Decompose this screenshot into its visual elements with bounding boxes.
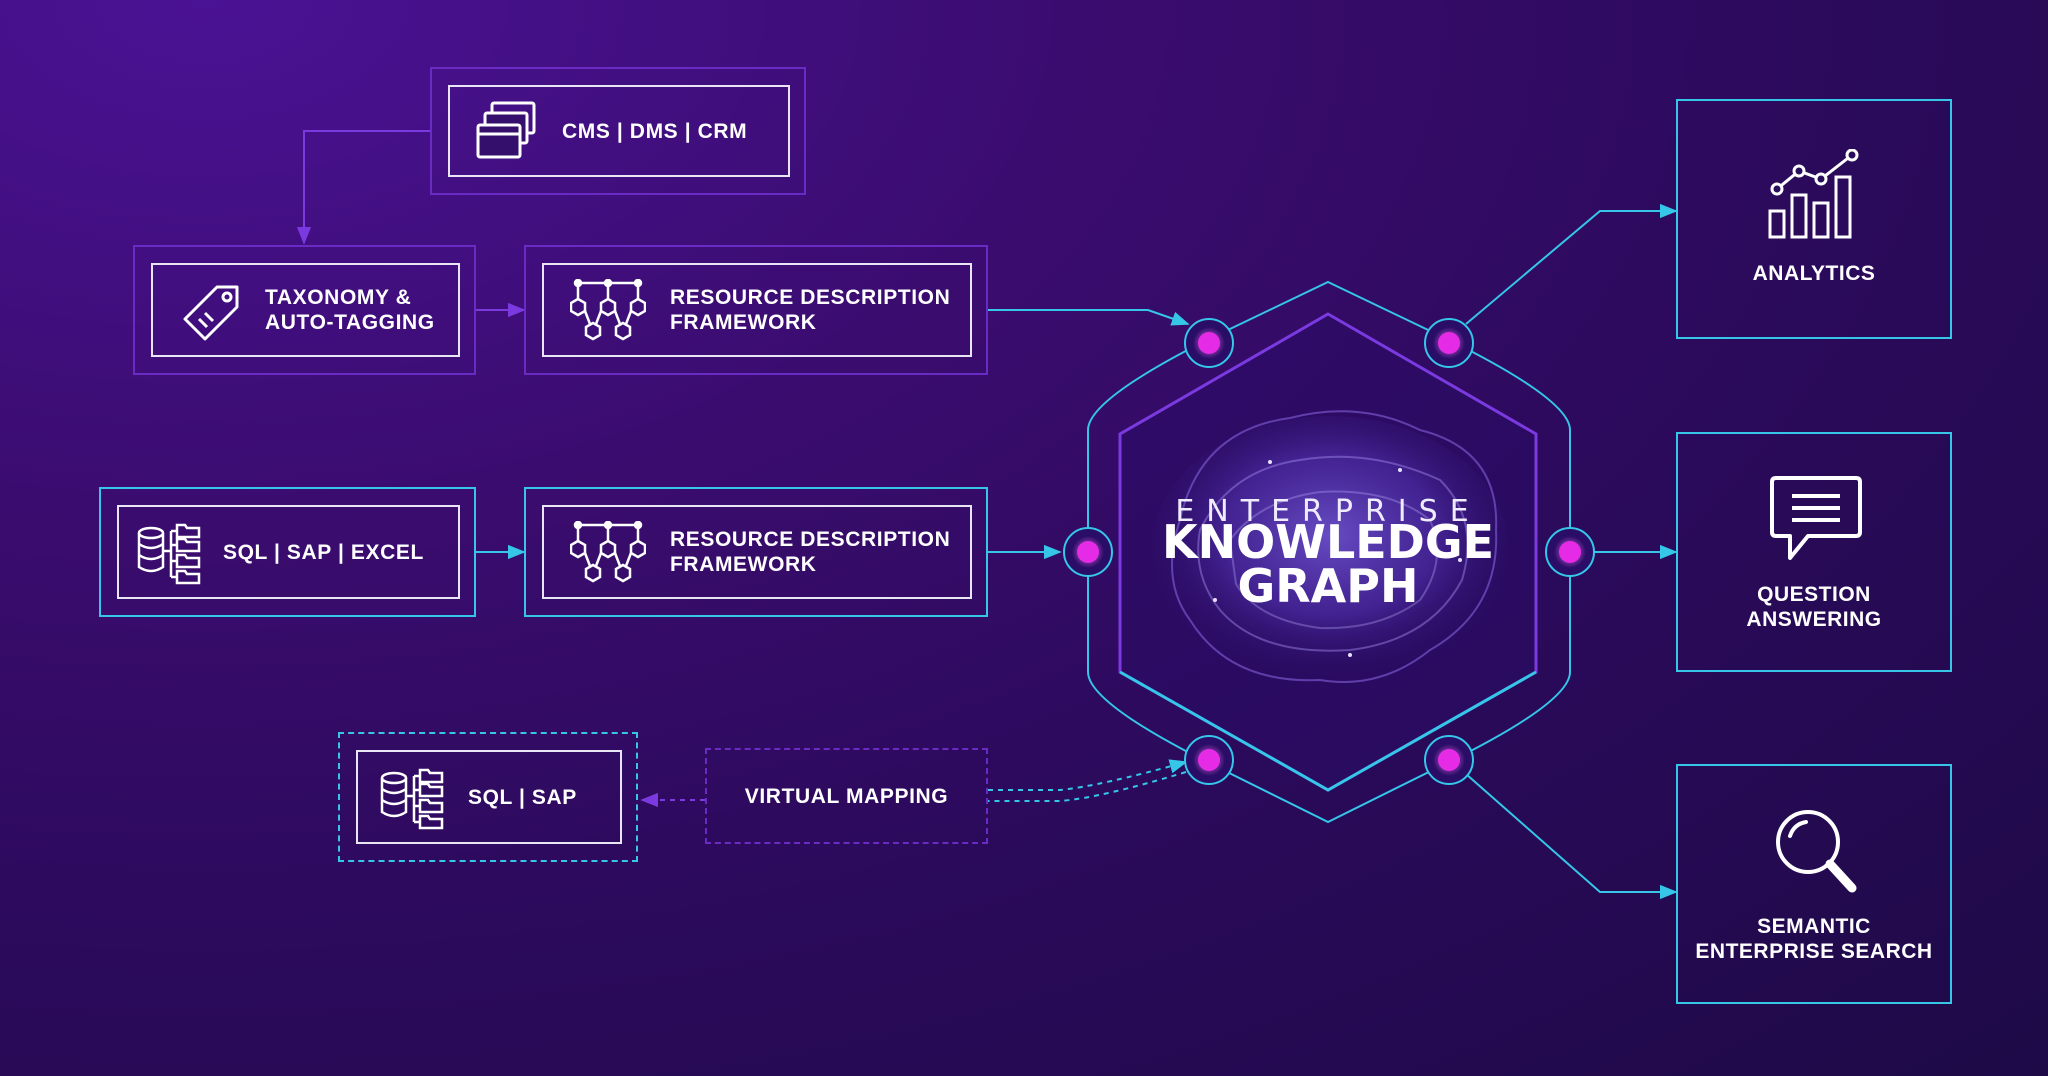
taxonomy-box-frame: TAXONOMY & AUTO-TAGGING (133, 245, 476, 375)
search-label: SEMANTIC ENTERPRISE SEARCH (1695, 915, 1933, 963)
rdf-top-label: RESOURCE DESCRIPTION FRAMEWORK (670, 286, 951, 334)
connector-hub-virtual-return (988, 771, 1187, 802)
bar-chart-icon (1768, 149, 1859, 239)
rdf-top-box-frame: RESOURCE DESCRIPTION FRAMEWORK (524, 245, 988, 375)
hub-node-right (1545, 527, 1595, 577)
taxonomy-label: TAXONOMY & AUTO-TAGGING (265, 286, 435, 334)
hexagon-network-icon (570, 521, 646, 583)
cms-box-frame: CMS | DMS | CRM (430, 67, 806, 195)
sql-sap-box[interactable]: SQL | SAP (356, 750, 622, 844)
search-box[interactable]: SEMANTIC ENTERPRISE SEARCH (1676, 764, 1952, 1004)
rdf-mid-box[interactable]: RESOURCE DESCRIPTION FRAMEWORK (542, 505, 972, 599)
rdf-mid-box-frame: RESOURCE DESCRIPTION FRAMEWORK (524, 487, 988, 617)
rdf-mid-label: RESOURCE DESCRIPTION FRAMEWORK (670, 528, 951, 576)
connector-virtual-hub (988, 759, 1188, 791)
brain-icon (1152, 410, 1508, 683)
sql-excel-box-frame: SQL | SAP | EXCEL (99, 487, 476, 617)
browser-windows-icon (476, 101, 536, 159)
hub-node-top-left (1184, 318, 1234, 368)
sql-sap-box-frame: SQL | SAP (338, 732, 638, 862)
chat-bubble-icon (1770, 476, 1862, 560)
qa-box[interactable]: QUESTION ANSWERING (1676, 432, 1952, 672)
hub-node-bottom-left (1184, 735, 1234, 785)
analytics-label: ANALYTICS (1752, 262, 1876, 285)
cms-label: CMS | DMS | CRM (562, 119, 748, 143)
hub-outer-hexagon (1087, 280, 1571, 824)
hub-node-top-right (1424, 318, 1474, 368)
analytics-box[interactable]: ANALYTICS (1676, 99, 1952, 339)
database-folders-icon (380, 768, 444, 830)
hub-inner-hexagon-bottom-glow (1119, 670, 1537, 792)
connector-hub-analytics (1465, 203, 1678, 325)
virtual-mapping-box[interactable]: VIRTUAL MAPPING (705, 748, 988, 844)
sql-excel-label: SQL | SAP | EXCEL (223, 540, 424, 564)
qa-label: QUESTION ANSWERING (1746, 583, 1882, 631)
hub-title: KNOWLEDGE GRAPH (1161, 515, 1495, 613)
connector-hub-search (1465, 773, 1678, 900)
connector-rdf-top-hub (988, 309, 1190, 326)
hexagon-network-icon (570, 279, 646, 341)
hub-node-left (1063, 527, 1113, 577)
hub-node-bottom-right (1424, 735, 1474, 785)
sql-excel-box[interactable]: SQL | SAP | EXCEL (117, 505, 460, 599)
rdf-top-box[interactable]: RESOURCE DESCRIPTION FRAMEWORK (542, 263, 972, 357)
database-folders-icon (137, 523, 201, 585)
hub-eyebrow: ENTERPRISE (1175, 494, 1481, 529)
connector-cms-taxonomy (296, 130, 430, 245)
cms-box[interactable]: CMS | DMS | CRM (448, 85, 790, 177)
taxonomy-box[interactable]: TAXONOMY & AUTO-TAGGING (151, 263, 460, 357)
tag-icon (183, 285, 239, 341)
sql-sap-label: SQL | SAP (468, 785, 577, 809)
magnifier-icon (1776, 810, 1857, 893)
virtual-mapping-label: VIRTUAL MAPPING (744, 784, 949, 808)
